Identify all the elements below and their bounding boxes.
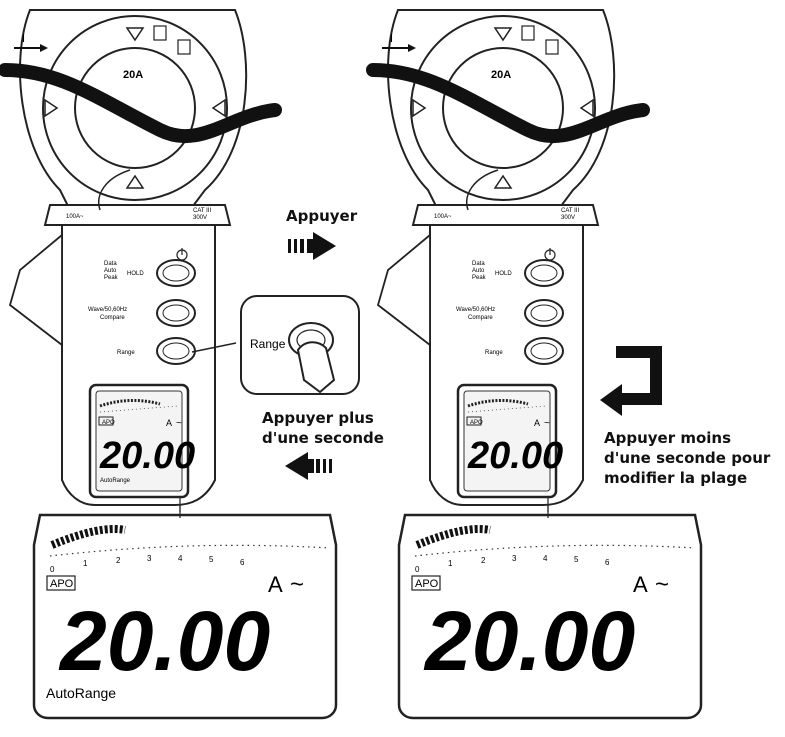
jaw-max-label: 100A~ [434,214,452,220]
svg-text:3: 3 [147,554,152,563]
current-label: I [22,33,25,45]
svg-text:Peak: Peak [472,275,487,281]
svg-text:0: 0 [50,565,55,574]
caption-press-short: Appuyer moins d'une seconde pour modifie… [604,429,771,487]
current-label: I [390,33,393,45]
current-direction-arrow: I [14,33,48,52]
reading-left: 20.00 [58,594,270,688]
apo-indicator-left: APO [50,578,74,590]
svg-text:0: 0 [415,565,420,574]
svg-text:Compare: Compare [468,315,493,321]
arrow-right-icon [288,232,336,260]
small-apo-right: APO [470,420,483,426]
unit-right: A [633,572,648,597]
finger-icon [296,341,336,394]
hold-button-right[interactable]: Data Auto Peak HOLD [472,261,512,281]
small-ac-left: ~ [176,418,182,429]
wave-button-left[interactable]: Wave/50,60Hz Compare [88,307,127,321]
svg-text:6: 6 [240,558,245,567]
svg-text:5: 5 [574,555,579,564]
unit-left: A [268,572,283,597]
current-direction-arrow: I [382,33,416,52]
display-zoom-left: APO A ~ 20.00 AutoRange 0 1 2 3 4 5 6 [34,505,336,718]
jaw-rating-label: 20A [491,69,511,81]
svg-text:Auto: Auto [104,268,117,274]
svg-text:1: 1 [448,559,453,568]
clamp-meter-left: I 20A 100A~ CAT III 300V Data Auto Peak … [0,8,282,514]
ac-symbol-left: ~ [290,571,304,598]
small-ac-right: ~ [544,418,550,429]
svg-text:HOLD: HOLD [495,271,512,277]
small-apo-left: APO [102,420,115,426]
svg-text:1: 1 [83,559,88,568]
category-label-1: CAT III [561,208,579,214]
power-icon [176,248,188,261]
category-label-2: 300V [193,215,207,221]
svg-text:3: 3 [512,554,517,563]
svg-text:Data: Data [104,261,117,267]
display-zoom-right: APO A ~ 20.00 0 1 2 3 4 5 6 [399,505,701,718]
small-reading-left: 20.00 [99,435,195,477]
svg-text:2: 2 [116,556,121,565]
svg-text:5: 5 [209,555,214,564]
small-unit-left: A [166,418,172,428]
apo-indicator-right: APO [415,578,439,590]
range-button-zoom: Range [191,295,360,395]
svg-text:Auto: Auto [472,268,485,274]
svg-text:4: 4 [543,554,548,563]
svg-text:Data: Data [472,261,485,267]
zoom-range-label: Range [250,337,286,351]
jaw-rating-label: 20A [123,69,143,81]
range-button-right[interactable]: Range [485,350,503,356]
svg-text:6: 6 [605,558,610,567]
caption-press-long: Appuyer plus d'une seconde [262,409,384,447]
svg-text:Compare: Compare [100,315,125,321]
jaw-max-label: 100A~ [66,214,84,220]
reading-right: 20.00 [423,594,635,688]
svg-text:2: 2 [481,556,486,565]
clamp-meter-right: I 20A 100A~ CAT III 300V Data Auto Peak … [366,8,650,514]
svg-text:4: 4 [178,554,183,563]
range-button-left[interactable]: Range [117,350,135,356]
svg-text:Peak: Peak [104,275,119,281]
ac-symbol-right: ~ [655,571,669,598]
caption-press: Appuyer [286,207,358,225]
return-arrow-icon [600,346,662,416]
category-label-2: 300V [561,215,575,221]
svg-text:Wave/50,60Hz: Wave/50,60Hz [456,307,495,313]
wave-button-right[interactable]: Wave/50,60Hz Compare [456,307,495,321]
small-reading-right: 20.00 [467,435,563,477]
mode-left: AutoRange [46,685,116,701]
svg-text:Wave/50,60Hz: Wave/50,60Hz [88,307,127,313]
arrow-left-icon [285,452,332,480]
small-unit-right: A [534,418,540,428]
svg-text:HOLD: HOLD [127,271,144,277]
category-label-1: CAT III [193,208,211,214]
small-mode-left: AutoRange [100,478,131,484]
power-icon [544,248,556,261]
hold-button-left[interactable]: Data Auto Peak HOLD [104,261,144,281]
